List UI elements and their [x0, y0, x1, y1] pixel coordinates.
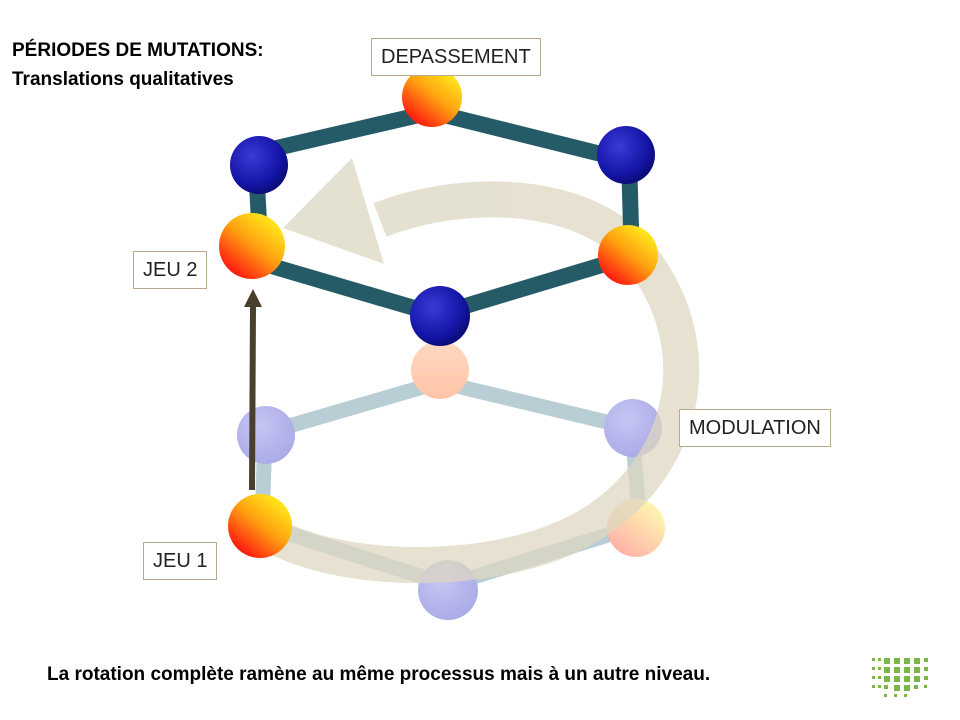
rotation-arrowhead	[283, 158, 384, 264]
blue-atom	[230, 136, 288, 194]
page-title: PÉRIODES DE MUTATIONS: Translations qual…	[12, 36, 264, 94]
upper-bond	[430, 104, 607, 163]
label-jeu-1: JEU 1	[143, 542, 218, 580]
upper-hexagon-atoms	[219, 67, 658, 346]
label-jeu-2: JEU 2	[133, 251, 208, 289]
orange-atom-depassement	[402, 67, 462, 127]
upper-bond	[449, 254, 615, 318]
orange-atom-jeu2	[219, 213, 285, 279]
title-line-2: Translations qualitatives	[12, 69, 234, 90]
orange-atom-jeu1	[228, 494, 292, 558]
label-modulation: MODULATION	[679, 409, 831, 447]
green-dot-grid-logo-icon	[872, 658, 928, 697]
blue-atom	[410, 286, 470, 346]
title-line-1: PÉRIODES DE MUTATIONS:	[12, 40, 264, 61]
lower-bond	[438, 374, 634, 436]
lower-bond	[262, 374, 443, 441]
upper-bond	[266, 104, 434, 158]
upper-hexagon-bonds	[248, 104, 639, 320]
upper-bond	[265, 257, 431, 320]
bottom-caption: La rotation complète ramène au même proc…	[47, 664, 711, 685]
label-depassement: DEPASSEMENT	[371, 38, 541, 76]
blue-atom	[597, 126, 655, 184]
faded-orange-atom	[411, 341, 469, 399]
orange-atom	[598, 225, 658, 285]
translation-arrow	[244, 289, 262, 491]
rotation-arrow	[254, 158, 700, 583]
faded-blue-atom	[237, 406, 295, 464]
